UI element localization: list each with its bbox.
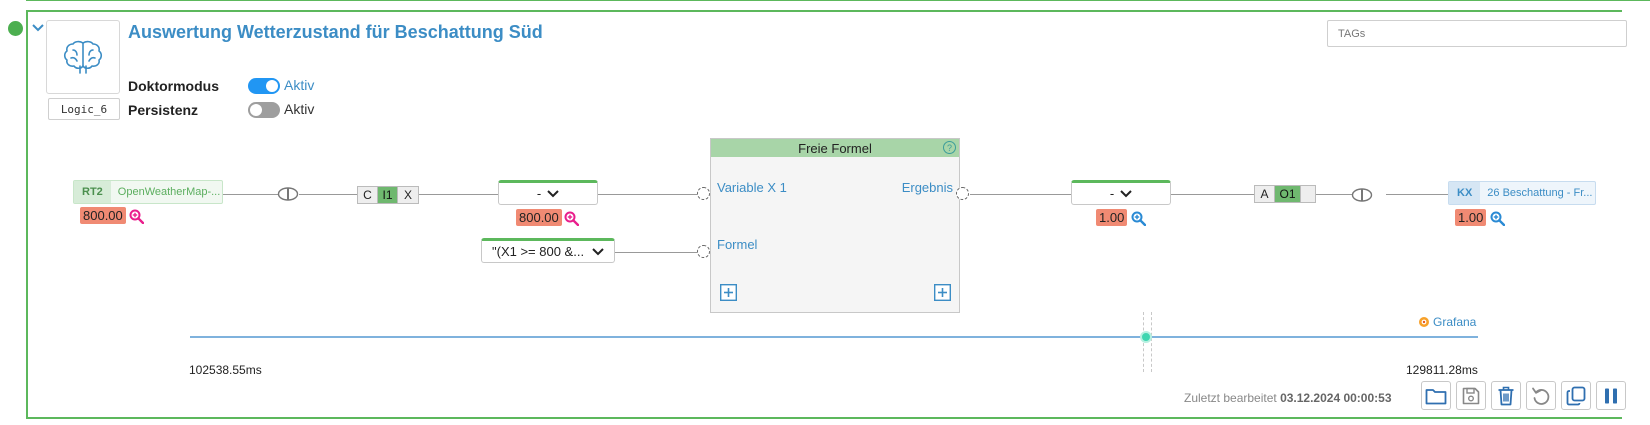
- undo-icon: [1532, 387, 1550, 405]
- logic-block-panel: [26, 10, 1622, 419]
- block-title[interactable]: Auswertung Wetterzustand für Beschattung…: [128, 22, 543, 42]
- wire: [1315, 194, 1362, 195]
- input-node-rt2[interactable]: RT2 OpenWeatherMap-...: [73, 180, 223, 204]
- wire: [299, 194, 358, 195]
- output-node-value-badge: 1.00: [1455, 209, 1487, 226]
- node-label: OpenWeatherMap-...: [117, 186, 221, 198]
- save-icon: [1462, 387, 1480, 404]
- formula-input-port-x1[interactable]: [697, 187, 710, 200]
- chevron-down-icon: [1120, 189, 1132, 197]
- help-icon[interactable]: ?: [943, 141, 956, 154]
- input-value-badge: 800.00: [80, 207, 126, 224]
- pause-button[interactable]: [1596, 381, 1626, 410]
- output-node-kx[interactable]: KX 26 Beschattung - Fr...: [1448, 181, 1596, 205]
- wire: [1386, 194, 1448, 195]
- open-button[interactable]: [1421, 381, 1451, 410]
- connector-icon[interactable]: [1351, 188, 1373, 202]
- doktormodus-label: Doktormodus: [128, 78, 219, 94]
- persistenz-toggle[interactable]: [248, 102, 280, 118]
- formula-block-title: Freie Formel: [798, 140, 872, 156]
- grafana-link[interactable]: Grafana: [1418, 315, 1476, 329]
- chevron-down-icon: [592, 247, 604, 255]
- save-button[interactable]: [1456, 381, 1486, 410]
- timeline-end: 129811.28ms: [1406, 363, 1478, 377]
- last-edited-label: Zuletzt bearbeitet: [1184, 391, 1277, 405]
- formula-block[interactable]: Freie Formel ? Variable X 1 Formel Ergeb…: [710, 138, 960, 313]
- wire: [970, 194, 1072, 195]
- chevron-down-icon: [547, 189, 559, 197]
- node-type-tag: RT2: [74, 181, 111, 203]
- timeline-guide: [1151, 312, 1152, 372]
- brain-icon: [63, 40, 103, 74]
- channel-c[interactable]: C: [358, 187, 378, 203]
- connector-icon[interactable]: [277, 187, 299, 201]
- channel-empty[interactable]: [1301, 186, 1315, 202]
- trash-icon: [1498, 386, 1514, 405]
- formula-block-header: Freie Formel ?: [711, 139, 959, 157]
- channel-x[interactable]: X: [403, 188, 412, 202]
- wire: [614, 252, 700, 253]
- last-edited: Zuletzt bearbeitet 03.12.2024 00:00:53: [1184, 391, 1392, 405]
- node-label: 26 Beschattung - Fr...: [1487, 187, 1593, 199]
- input-operator-select[interactable]: -: [498, 180, 598, 205]
- timeline-start: 102538.55ms: [189, 363, 262, 377]
- add-output-icon[interactable]: [934, 284, 951, 301]
- toggle-knob: [250, 104, 262, 116]
- collapse-chevron-icon[interactable]: [31, 22, 45, 34]
- channel-o1[interactable]: O1: [1275, 186, 1301, 202]
- grafana-label: Grafana: [1433, 315, 1477, 329]
- zoom-in-icon[interactable]: [129, 209, 144, 224]
- channel-selector-out[interactable]: A O1: [1254, 185, 1316, 203]
- output-value-badge: 1.00: [1096, 209, 1128, 226]
- zoom-in-icon[interactable]: [564, 211, 579, 226]
- grafana-icon: [1419, 317, 1429, 327]
- zoom-in-icon[interactable]: [1490, 211, 1505, 226]
- logic-id-label[interactable]: Logic_6: [48, 98, 120, 120]
- node-type-tag: KX: [1449, 182, 1481, 204]
- add-input-icon[interactable]: [720, 284, 737, 301]
- formula-input-port-formel[interactable]: [697, 245, 710, 258]
- output-operator-select[interactable]: -: [1071, 180, 1171, 205]
- wire: [222, 194, 279, 195]
- wire: [418, 194, 499, 195]
- formula-input-label-x1: Variable X 1: [717, 180, 787, 195]
- doktormodus-state: Aktiv: [284, 77, 315, 93]
- last-edited-value: 03.12.2024 00:00:53: [1280, 391, 1392, 405]
- wire: [1170, 194, 1255, 195]
- status-indicator: [8, 21, 23, 36]
- toggle-knob: [266, 80, 278, 92]
- persistenz-label: Persistenz: [128, 102, 199, 118]
- channel-a[interactable]: A: [1255, 186, 1275, 202]
- tags-input[interactable]: [1327, 20, 1627, 47]
- folder-icon: [1425, 388, 1447, 404]
- undo-button[interactable]: [1526, 381, 1556, 410]
- doktormodus-toggle[interactable]: [248, 78, 280, 94]
- formula-select[interactable]: "(X1 >= 800 &...: [481, 238, 615, 263]
- formula-input-label-formel: Formel: [717, 237, 758, 252]
- formula-output-port[interactable]: [956, 187, 969, 200]
- select-value: -: [536, 186, 542, 201]
- timeline-track[interactable]: [190, 336, 1478, 338]
- channel-i1[interactable]: I1: [378, 187, 398, 203]
- intermediate-value-badge: 800.00: [516, 209, 562, 226]
- select-value: "(X1 >= 800 &...: [492, 244, 585, 259]
- top-divider: [26, 0, 1650, 1]
- logic-icon-box[interactable]: [46, 20, 120, 94]
- channel-selector-in[interactable]: C I1 X: [357, 186, 419, 204]
- copy-icon: [1566, 386, 1586, 405]
- timeline-marker[interactable]: [1140, 331, 1152, 343]
- formula-output-label: Ergebnis: [901, 180, 953, 195]
- select-value: -: [1109, 186, 1115, 201]
- zoom-in-icon[interactable]: [1131, 211, 1146, 226]
- persistenz-state: Aktiv: [284, 101, 315, 117]
- pause-icon: [1605, 388, 1617, 403]
- delete-button[interactable]: [1491, 381, 1521, 410]
- wire: [597, 194, 700, 195]
- duplicate-button[interactable]: [1561, 381, 1591, 410]
